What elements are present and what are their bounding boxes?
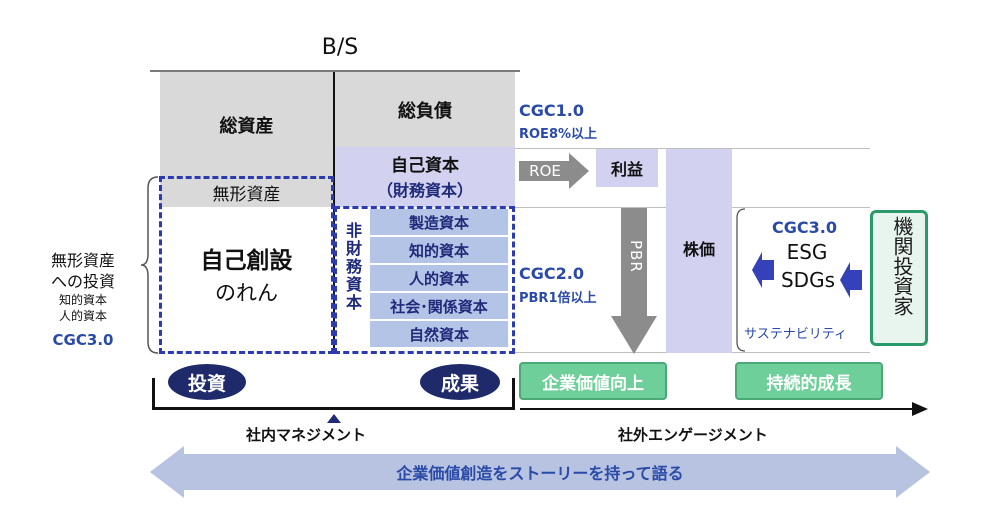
left-note-line1: 無形資産 (50, 251, 115, 270)
guide-line-top (515, 148, 870, 149)
total-liabilities-cell: 総負債 (335, 72, 515, 147)
intangible-assets-cell: 無形資産 (160, 177, 333, 207)
left-note-line2: への投資 (50, 272, 115, 291)
left-note-line4: 人的資本 (58, 309, 107, 323)
cgc3-esg: ESG (786, 240, 828, 264)
pbr-label: PBR (627, 240, 645, 273)
internal-management-label: 社内マネジメント (246, 426, 367, 444)
timeline-arrow-icon (912, 402, 928, 416)
equity-line2: （財務資本） (376, 181, 473, 200)
cgc1-sub: ROE8%以上 (519, 127, 598, 142)
arrow-left-icon (840, 262, 862, 298)
bs-title: B/S (321, 34, 359, 60)
right-bracket-icon (736, 208, 746, 352)
capital-social: 社会･関係資本 (369, 292, 509, 320)
intangible-dashed-outline (159, 176, 334, 354)
pbr-down-arrow-icon (611, 208, 657, 354)
roe-label: ROE (529, 162, 561, 180)
stock-price-label: 株価 (682, 240, 715, 259)
enterprise-value-up-button: 企業価値向上 (519, 362, 667, 400)
cgc2-sub: PBR1倍以上 (519, 291, 597, 306)
cgc3-sdgs: SDGs (780, 268, 835, 292)
self-goodwill-line2: のれん (215, 281, 278, 305)
institutional-investors-label: 機関投資家 (890, 216, 914, 316)
external-engagement-label: 社外エンゲージメント (618, 426, 768, 444)
equity-cell: 自己資本 （財務資本） (335, 147, 515, 207)
cgc2-title: CGC2.0 (519, 264, 584, 283)
capital-natural: 自然資本 (369, 320, 509, 348)
self-goodwill-line1: 自己創設 (200, 248, 293, 274)
self-goodwill-cell: 自己創設 のれん (160, 207, 333, 352)
roe-arrow-icon (519, 153, 589, 189)
profit-box: 利益 (596, 149, 658, 187)
cgc1-title: CGC1.0 (519, 101, 584, 120)
bs-top-rule (150, 70, 520, 72)
left-brace-icon (140, 176, 159, 354)
center-marker-icon (327, 414, 341, 423)
institutional-investors-box (870, 210, 928, 346)
result-pill: 成果 (420, 364, 500, 400)
equity-line1: 自己資本 (391, 155, 459, 176)
external-timeline (520, 408, 915, 410)
total-assets-cell: 総資産 (160, 72, 333, 177)
capital-human: 人的資本 (369, 264, 509, 292)
value-creation-banner-icon (150, 446, 930, 498)
sustainability-label: サステナビリティ (744, 327, 847, 342)
investment-pill: 投資 (168, 364, 246, 400)
stock-price-column (666, 149, 732, 353)
internal-bracket (152, 378, 515, 410)
left-note-line3: 知的資本 (58, 293, 107, 307)
left-note-cgc: CGC3.0 (52, 331, 114, 349)
arrow-left-icon (752, 252, 774, 288)
cgc3-title: CGC3.0 (772, 218, 837, 237)
capital-intellectual: 知的資本 (369, 236, 509, 264)
non-financial-dashed-outline (334, 206, 515, 354)
left-note: 無形資産 への投資 知的資本 人的資本 CGC3.0 (28, 250, 138, 352)
sustainable-growth-button: 持続的成長 (735, 362, 883, 400)
value-creation-banner-text: 企業価値創造をストーリーを持って語る (396, 464, 684, 483)
non-financial-capital-label: 非財務資本 (343, 222, 362, 312)
